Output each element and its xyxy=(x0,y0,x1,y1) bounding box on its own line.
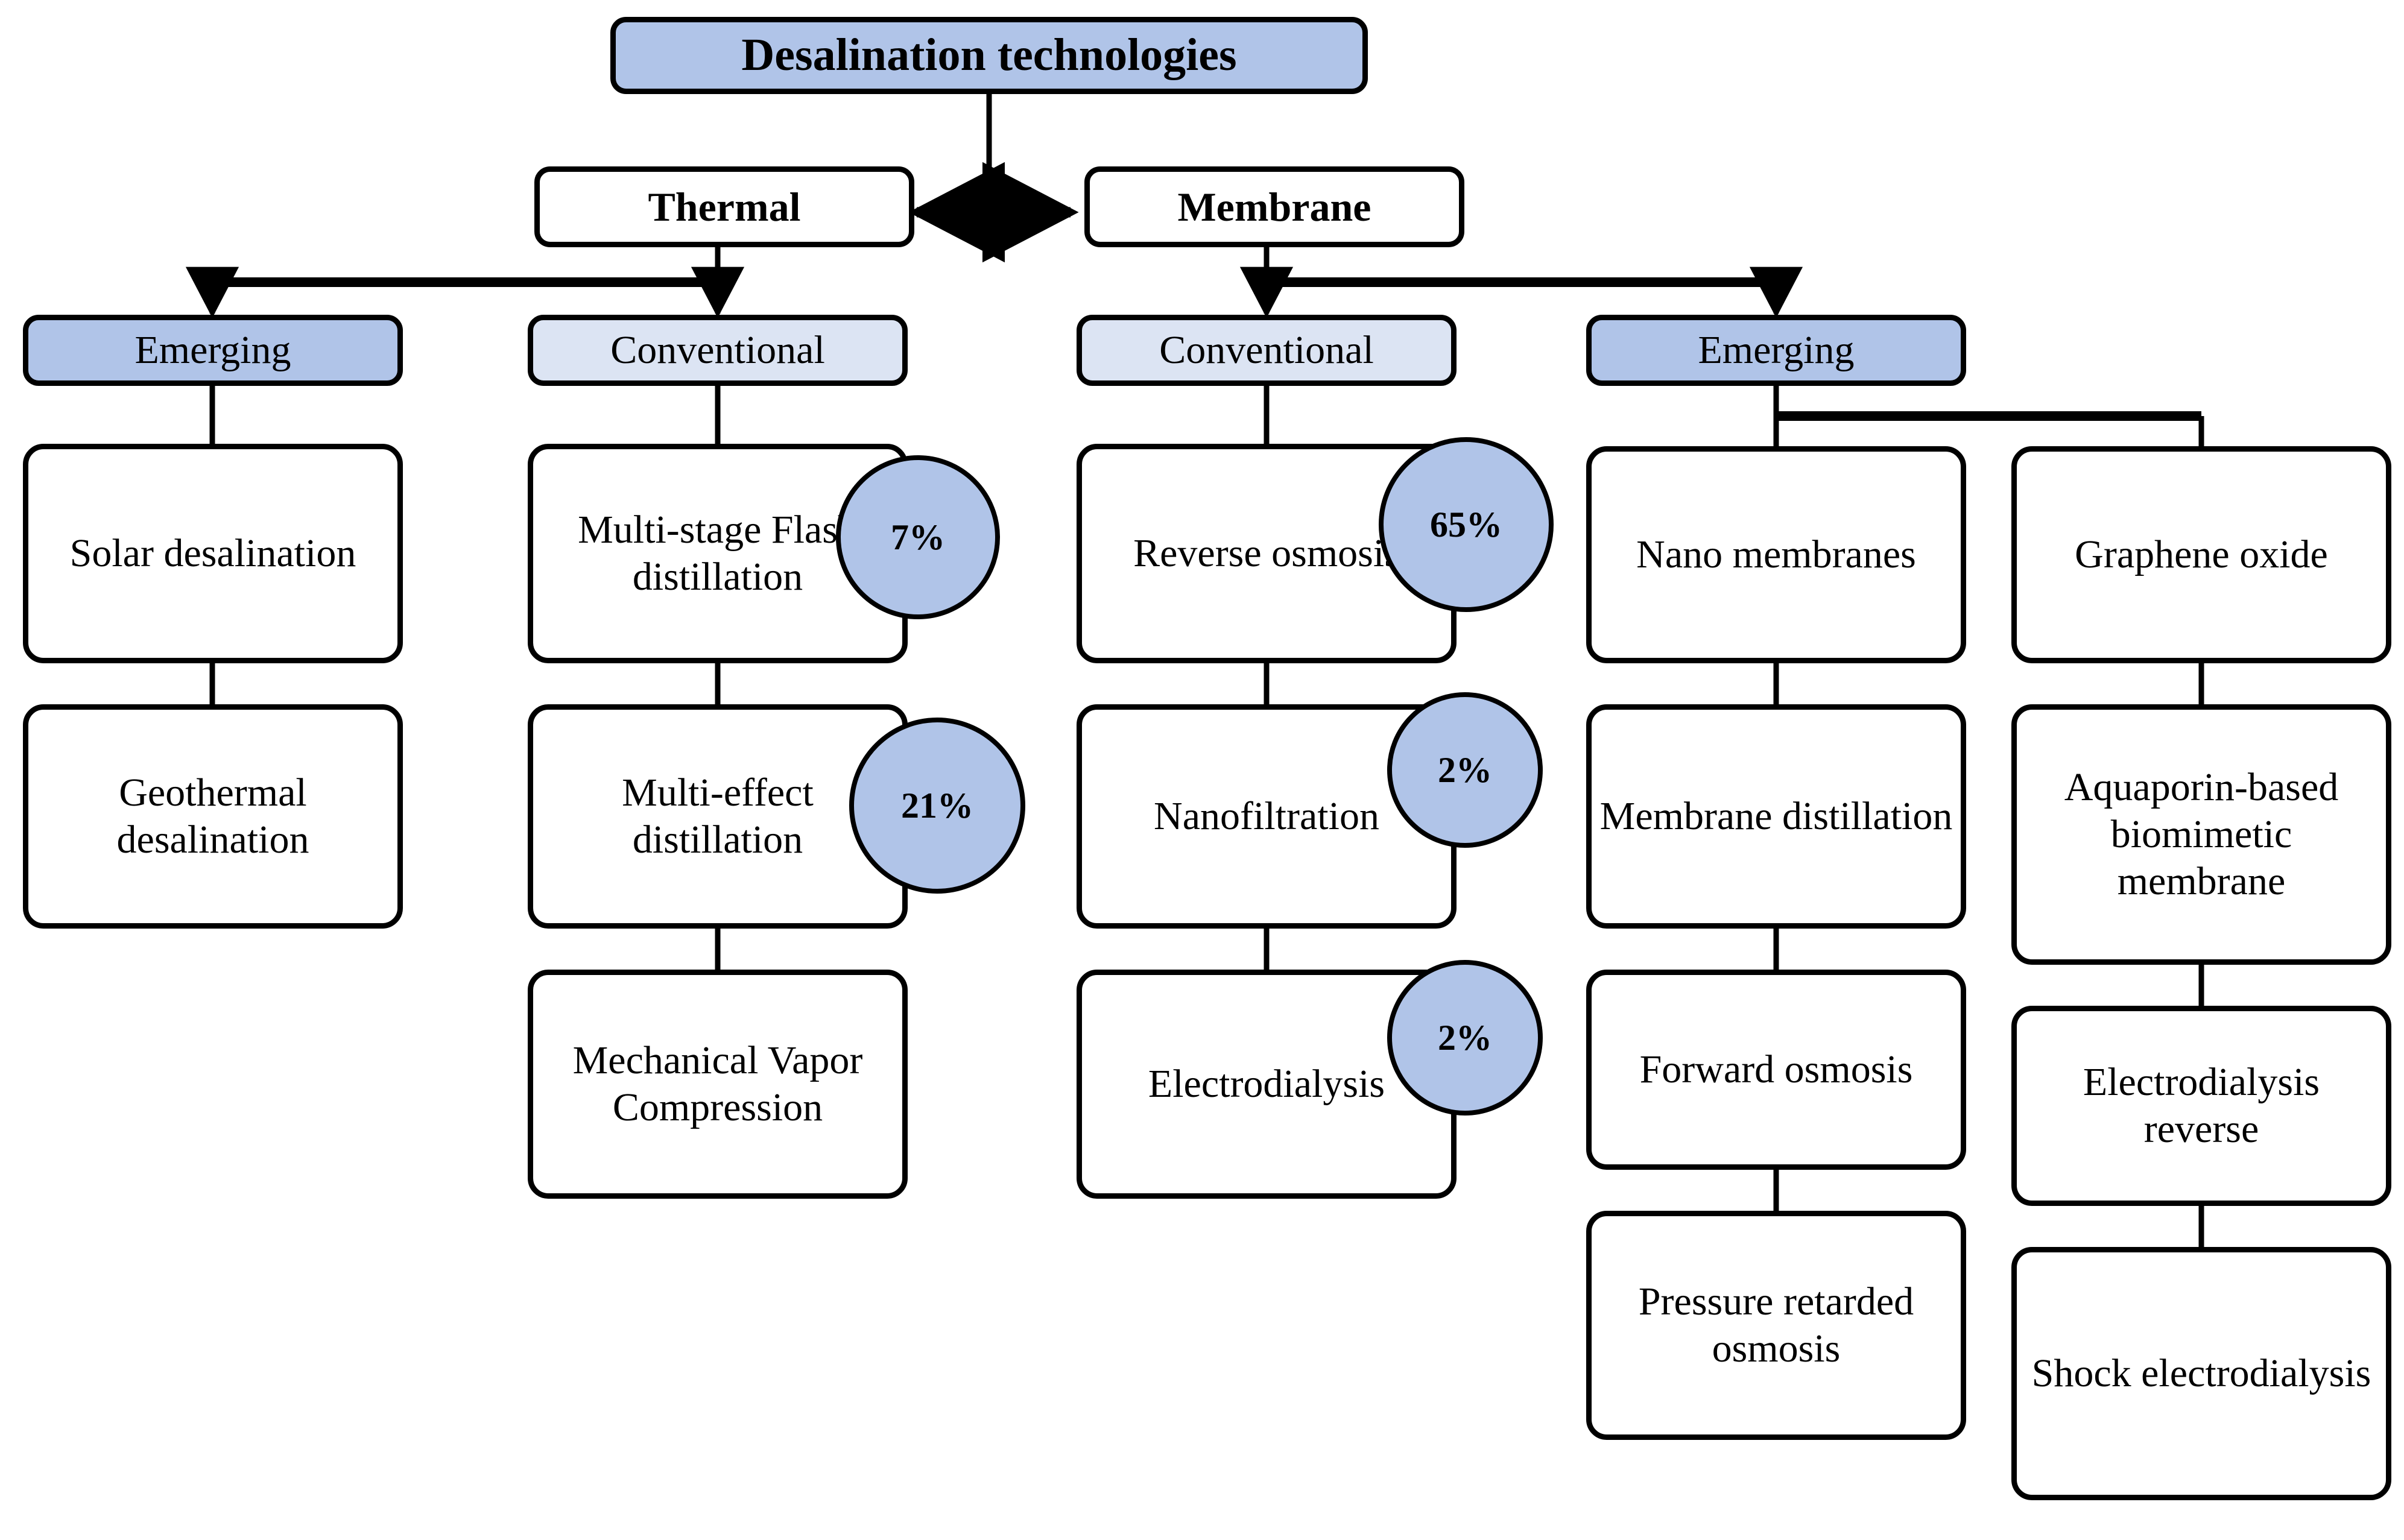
branch-node-membrane[interactable]: Membrane xyxy=(1084,166,1464,247)
percent-badge-nanofiltration-label: 2% xyxy=(1438,749,1492,790)
leaf-node-multi-stage-flash-distillation-label: Multi-stage Flash distillation xyxy=(578,508,858,599)
category-node-thermal-conventional[interactable]: Conventional xyxy=(528,315,908,386)
category-node-membrane-emerging[interactable]: Emerging xyxy=(1586,315,1966,386)
leaf-node-nano-membranes-label: Nano membranes xyxy=(1636,532,1916,577)
root-node-desalination-technologies[interactable]: Desalination technologies xyxy=(610,17,1368,94)
leaf-node-mechanical-vapor-compression[interactable]: Mechanical Vapor Compression xyxy=(528,970,908,1199)
percent-badge-electrodialysis: 2% xyxy=(1387,960,1543,1116)
category-node-thermal-emerging-label: Emerging xyxy=(134,328,291,373)
leaf-node-geothermal-desalination[interactable]: Geothermal desalination xyxy=(23,704,403,929)
percent-badge-multi-stage-flash-label: 7% xyxy=(891,517,945,557)
percent-badge-multi-effect: 21% xyxy=(849,718,1025,894)
category-node-thermal-emerging[interactable]: Emerging xyxy=(23,315,403,386)
leaf-node-nano-membranes[interactable]: Nano membranes xyxy=(1586,446,1966,663)
percent-badge-reverse-osmosis: 65% xyxy=(1379,437,1554,612)
category-node-thermal-conventional-label: Conventional xyxy=(610,328,825,373)
leaf-node-solar-desalination[interactable]: Solar desalination xyxy=(23,444,403,663)
leaf-node-shock-electrodialysis-label: Shock electrodialysis xyxy=(2031,1351,2371,1396)
root-node-label: Desalination technologies xyxy=(741,30,1237,81)
branch-node-membrane-label: Membrane xyxy=(1177,183,1371,230)
percent-badge-reverse-osmosis-label: 65% xyxy=(1430,504,1502,544)
leaf-node-graphene-oxide[interactable]: Graphene oxide xyxy=(2011,446,2391,663)
leaf-node-solar-desalination-label: Solar desalination xyxy=(69,531,356,576)
leaf-node-geothermal-desalination-label: Geothermal desalination xyxy=(116,771,309,862)
category-node-membrane-conventional[interactable]: Conventional xyxy=(1077,315,1457,386)
leaf-node-aquaporin-based-biomimetic-membrane-label: Aquaporin-based biomimetic membrane xyxy=(2064,765,2339,903)
percent-badge-multi-effect-label: 21% xyxy=(901,785,973,825)
leaf-node-electrodialysis-reverse[interactable]: Electrodialysis reverse xyxy=(2011,1006,2391,1206)
leaf-node-electrodialysis-reverse-label: Electrodialysis reverse xyxy=(2083,1060,2320,1151)
leaf-node-nanofiltration-label: Nanofiltration xyxy=(1154,794,1379,839)
leaf-node-reverse-osmosis-label: Reverse osmosis xyxy=(1133,531,1400,576)
leaf-node-electrodialysis-label: Electrodialysis xyxy=(1148,1062,1385,1106)
category-node-membrane-emerging-label: Emerging xyxy=(1698,328,1855,373)
branch-node-thermal-label: Thermal xyxy=(648,183,801,230)
leaf-node-forward-osmosis-label: Forward osmosis xyxy=(1639,1047,1913,1092)
percent-badge-electrodialysis-label: 2% xyxy=(1438,1017,1492,1058)
leaf-node-forward-osmosis[interactable]: Forward osmosis xyxy=(1586,970,1966,1170)
leaf-node-pressure-retarded-osmosis[interactable]: Pressure retarded osmosis xyxy=(1586,1211,1966,1440)
leaf-node-multi-effect-distillation[interactable]: Multi-effect distillation xyxy=(528,704,908,929)
branch-node-thermal[interactable]: Thermal xyxy=(534,166,914,247)
category-node-membrane-conventional-label: Conventional xyxy=(1159,328,1374,373)
leaf-node-mechanical-vapor-compression-label: Mechanical Vapor Compression xyxy=(572,1038,863,1129)
percent-badge-nanofiltration: 2% xyxy=(1387,692,1543,848)
percent-badge-multi-stage-flash: 7% xyxy=(836,455,1000,619)
leaf-node-membrane-distillation-label: Membrane distillation xyxy=(1599,794,1953,839)
leaf-node-shock-electrodialysis[interactable]: Shock electrodialysis xyxy=(2011,1247,2391,1500)
leaf-node-pressure-retarded-osmosis-label: Pressure retarded osmosis xyxy=(1638,1280,1914,1371)
leaf-node-membrane-distillation[interactable]: Membrane distillation xyxy=(1586,704,1966,929)
leaf-node-aquaporin-based-biomimetic-membrane[interactable]: Aquaporin-based biomimetic membrane xyxy=(2011,704,2391,965)
leaf-node-graphene-oxide-label: Graphene oxide xyxy=(2075,532,2328,577)
leaf-node-multi-effect-distillation-label: Multi-effect distillation xyxy=(622,771,814,862)
